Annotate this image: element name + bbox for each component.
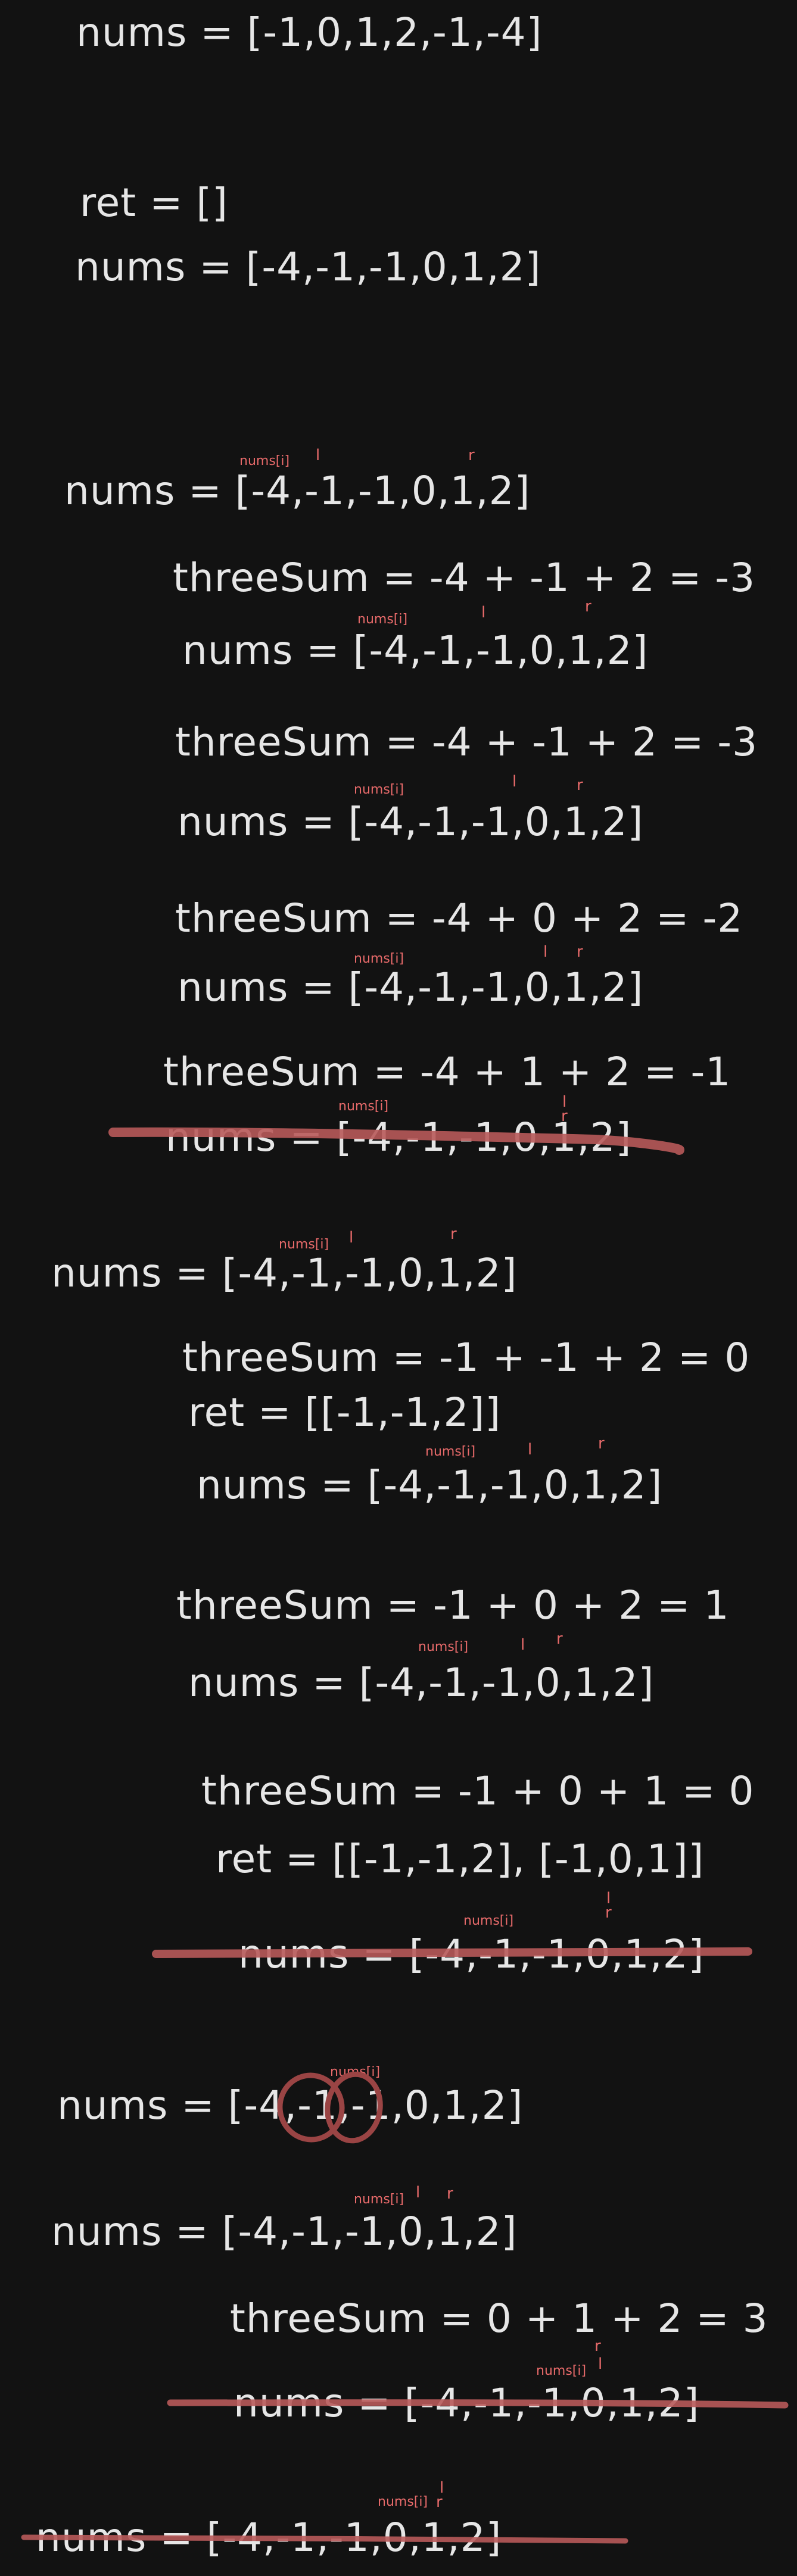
l-pointer-label: l — [521, 1636, 525, 1654]
l-pointer-label: l — [416, 2184, 421, 2202]
ret-empty-line: ret = [] — [80, 180, 228, 226]
pass1-nums-line: nums = [-4,-1,-1,0,1,2] — [64, 468, 531, 514]
pass2-threesum-3: threeSum = -1 + 0 + 1 = 0 — [201, 1768, 755, 1814]
l-pointer-label: l — [606, 1890, 611, 1907]
i-pointer-label: nums[i] — [239, 454, 290, 469]
pass2-nums-2: nums = [-4,-1,-1,0,1,2] — [188, 1660, 655, 1706]
r-pointer-label: r — [556, 1630, 563, 1648]
pass2-nums-1: nums = [-4,-1,-1,0,1,2] — [197, 1462, 663, 1508]
initial-nums-line: nums = [-1,0,1,2,-1,-4] — [76, 10, 543, 55]
r-pointer-label: r — [450, 1225, 457, 1243]
l-pointer-label: l — [316, 446, 320, 464]
i-pointer-label: nums[i] — [357, 612, 408, 627]
l-pointer-label: l — [440, 2479, 444, 2497]
pass2-threesum-1: threeSum = -1 + -1 + 2 = 0 — [182, 1335, 751, 1381]
pass2-threesum-2: threeSum = -1 + 0 + 2 = 1 — [176, 1582, 730, 1628]
r-pointer-label: r — [577, 776, 583, 794]
pass1-nums-3: nums = [-4,-1,-1,0,1,2] — [178, 964, 644, 1010]
pass2-nums-3-struck: nums = [-4,-1,-1,0,1,2] — [238, 1931, 705, 1977]
pass2-ret-1: ret = [[-1,-1,2]] — [188, 1390, 501, 1435]
r-pointer-label: r — [594, 2337, 601, 2355]
pass1-threesum-1: threeSum = -4 + -1 + 2 = -3 — [173, 555, 756, 601]
r-pointer-label: r — [468, 446, 475, 464]
pass1-nums-1: nums = [-4,-1,-1,0,1,2] — [182, 627, 649, 673]
pass1-threesum-2: threeSum = -4 + -1 + 2 = -3 — [175, 719, 758, 765]
pass2-ret-2: ret = [[-1,-1,2], [-1,0,1]] — [216, 1836, 705, 1882]
l-pointer-label: l — [598, 2355, 603, 2373]
i-pointer-label: nums[i] — [354, 2192, 404, 2207]
r-pointer-label: r — [605, 1904, 612, 1922]
r-pointer-label: r — [447, 2185, 453, 2203]
l-pointer-label: l — [528, 1441, 533, 1459]
pass1-threesum-3: threeSum = -4 + 0 + 2 = -2 — [175, 895, 743, 941]
pass3-nums-line: nums = [-4,-1,-1,0,1,2] — [51, 2209, 518, 2255]
i-pointer-label: nums[i] — [354, 782, 404, 797]
i-pointer-label: nums[i] — [425, 1444, 476, 1459]
sorted-nums-line: nums = [-4,-1,-1,0,1,2] — [75, 244, 541, 290]
l-pointer-label: l — [562, 1093, 567, 1111]
i-pointer-label: nums[i] — [418, 1640, 469, 1654]
i-pointer-label: nums[i] — [463, 1913, 514, 1928]
pass2-nums-line: nums = [-4,-1,-1,0,1,2] — [51, 1250, 518, 1296]
i-pointer-label: nums[i] — [330, 2065, 381, 2079]
r-pointer-label: r — [598, 1435, 605, 1453]
l-pointer-label: l — [512, 773, 517, 791]
pass1-nums-2: nums = [-4,-1,-1,0,1,2] — [178, 799, 644, 845]
pass1-threesum-4: threeSum = -4 + 1 + 2 = -1 — [163, 1049, 731, 1095]
i-pointer-label: nums[i] — [378, 2494, 428, 2509]
final-nums-line-struck: nums = [-4,-1,-1,0,1,2] — [36, 2515, 502, 2561]
r-pointer-label: r — [436, 2493, 443, 2511]
duplicate-skip-nums-line: nums = [-4,-1,-1,0,1,2] — [57, 2082, 524, 2128]
i-pointer-label: nums[i] — [354, 951, 404, 966]
i-pointer-label: nums[i] — [338, 1099, 389, 1114]
l-pointer-label: l — [543, 943, 548, 961]
i-pointer-label: nums[i] — [536, 2363, 587, 2378]
r-pointer-label: r — [561, 1107, 568, 1125]
r-pointer-label: r — [585, 598, 591, 616]
pass3-nums-1-struck: nums = [-4,-1,-1,0,1,2] — [234, 2380, 700, 2426]
i-pointer-label: nums[i] — [279, 1237, 329, 1252]
r-pointer-label: r — [577, 943, 583, 961]
l-pointer-label: l — [481, 604, 486, 622]
l-pointer-label: l — [349, 1229, 354, 1247]
pass3-threesum-1: threeSum = 0 + 1 + 2 = 3 — [230, 2296, 768, 2341]
